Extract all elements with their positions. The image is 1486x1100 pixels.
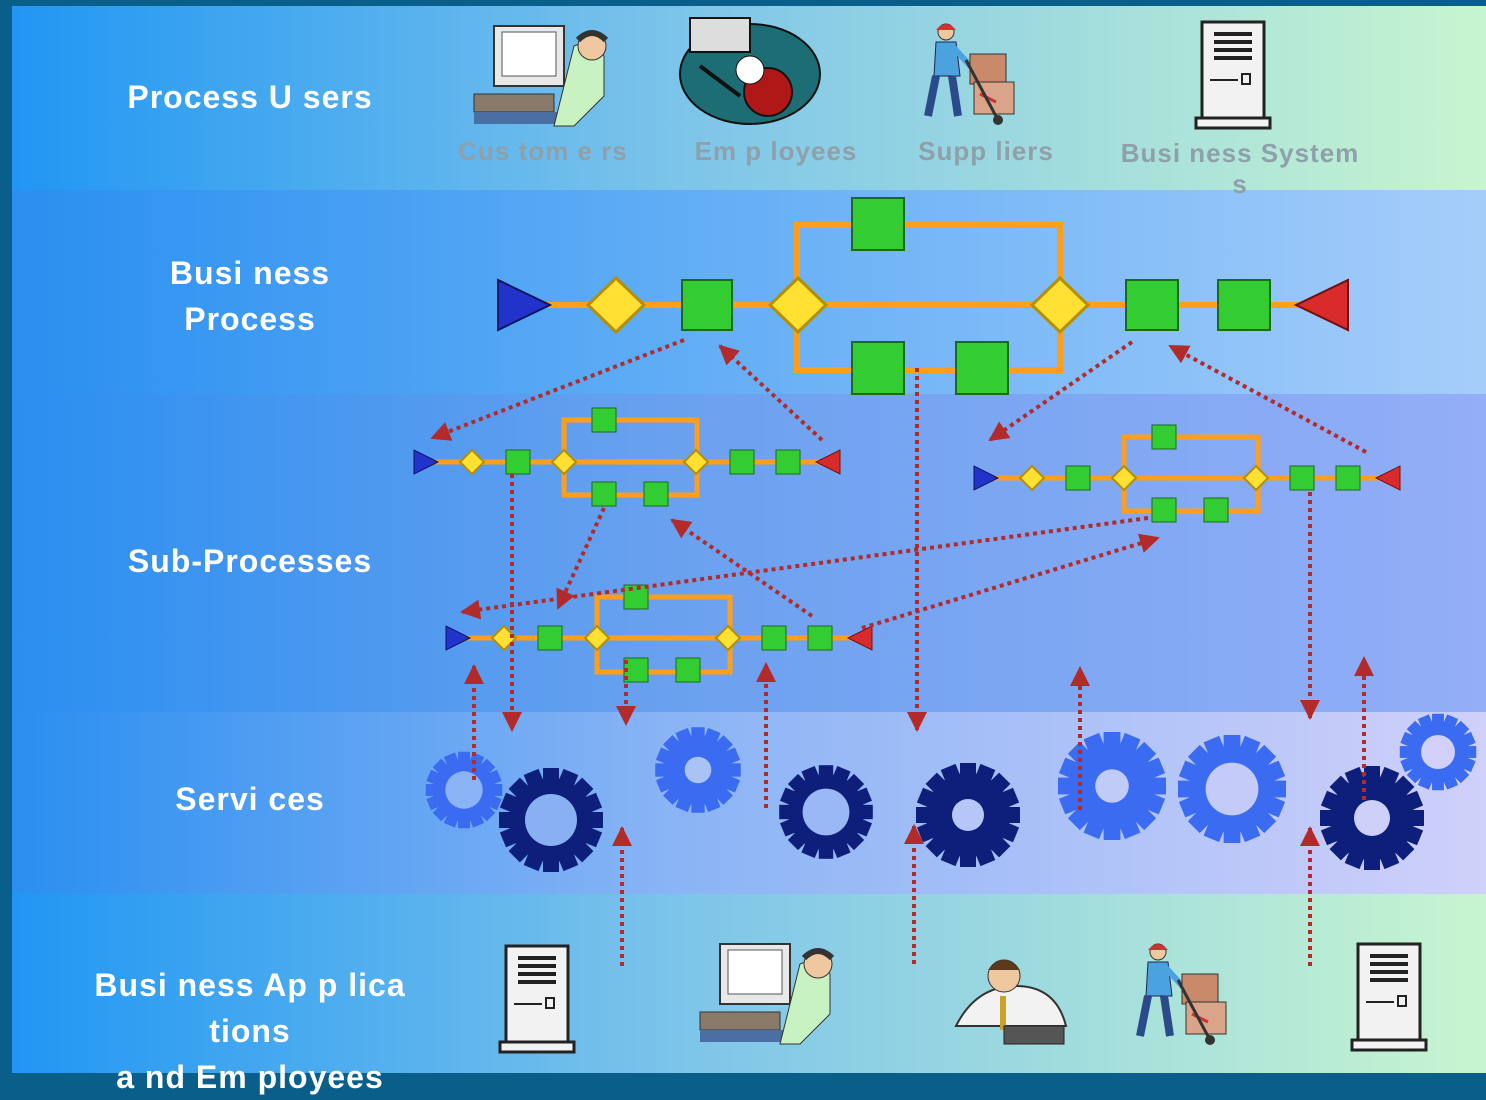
activity-icon	[851, 341, 905, 395]
sub-process-a	[413, 407, 841, 507]
gateway-icon	[767, 275, 829, 335]
layer-label-line: Busi ness Ap p lica tions	[94, 967, 406, 1049]
gear-icon	[655, 727, 741, 813]
activity-icon	[1125, 279, 1179, 331]
business-systems-icon	[1194, 20, 1272, 130]
user-label-customers: Cus tom e rs	[458, 136, 628, 166]
telephone-operator-icon	[954, 959, 1068, 1045]
layer-label-business-process: Busi ness Process	[80, 250, 420, 342]
gear-icon	[916, 763, 1020, 867]
server-icon	[1350, 942, 1428, 1052]
gear-icon	[425, 751, 503, 829]
layer-label-services: Servi ces	[175, 781, 325, 817]
employees-icon	[679, 17, 821, 125]
user-label-employees: Em p loyees	[694, 136, 858, 166]
sub-process-c	[445, 584, 873, 683]
activity-icon	[681, 279, 733, 331]
customers-icon	[474, 26, 606, 126]
gear-icon	[499, 768, 603, 872]
services-gears	[425, 713, 1477, 872]
gear-icon	[1058, 732, 1166, 840]
activity-icon	[851, 197, 905, 251]
layer-label-sub-processes: Sub-Processes	[127, 543, 373, 579]
business-process-flow	[497, 197, 1349, 395]
gear-icon	[1320, 766, 1424, 870]
end-event-icon	[1293, 278, 1349, 332]
computer-user-icon	[700, 944, 832, 1044]
start-event-icon	[497, 278, 553, 332]
layer-label-line: Process	[184, 301, 316, 337]
activity-icon	[955, 341, 1009, 395]
diagram-canvas	[413, 17, 1477, 1054]
diagram: Process U sers Busi ness Process Sub-Pro…	[12, 6, 1486, 1095]
server-icon	[498, 944, 576, 1054]
supplier-worker-icon	[1140, 944, 1226, 1045]
layer-label-line: Busi ness	[169, 255, 331, 291]
band-sub-processes	[12, 394, 1486, 712]
gear-icon	[779, 765, 873, 859]
layer-label-process-users: Process U sers	[127, 79, 373, 115]
activity-icon	[1217, 279, 1271, 331]
user-label-business-systems: Busi ness System s	[1120, 138, 1360, 199]
user-label-suppliers: Supp liers	[918, 136, 1054, 166]
gateway-icon	[1029, 275, 1091, 335]
gear-icon	[1399, 713, 1477, 791]
connector-arrows	[430, 338, 1374, 966]
sub-process-b	[973, 424, 1401, 523]
gear-icon	[1178, 735, 1286, 843]
gateway-icon	[585, 275, 647, 335]
suppliers-icon	[928, 24, 1014, 125]
